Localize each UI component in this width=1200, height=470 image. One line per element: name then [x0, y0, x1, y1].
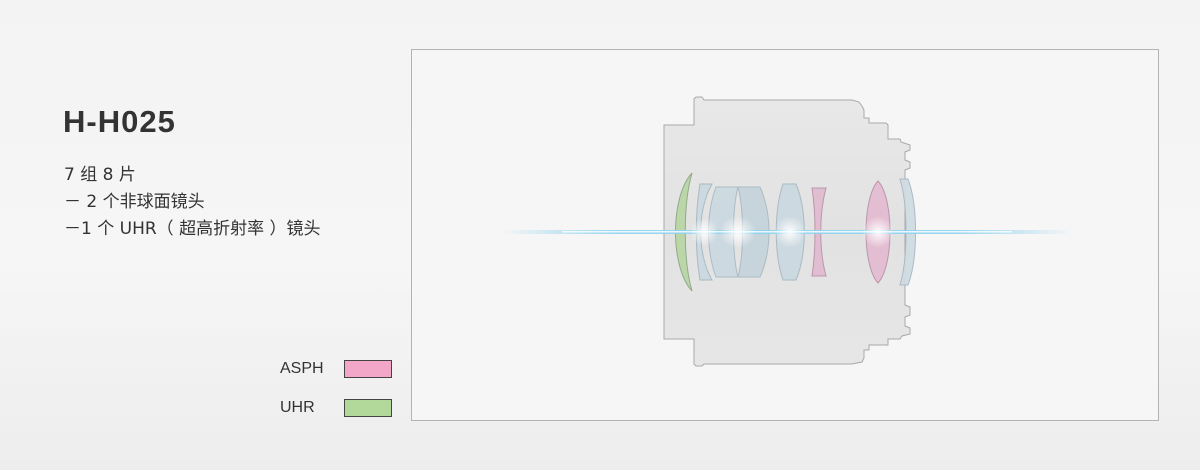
legend-swatch-asph [344, 360, 392, 378]
model-title: H-H025 [63, 104, 176, 139]
beam-glow-2 [720, 216, 756, 248]
spec-list: 7 组 8 片 － 2 个非球面镜头 －1 个 UHR（ 超高折射率 ）镜头 [64, 162, 320, 243]
spec-aspherical-count: － 2 个非球面镜头 [64, 192, 205, 212]
beam-glow-1 [690, 218, 718, 246]
legend-swatch-uhr [344, 399, 392, 417]
legend-item-uhr: UHR [280, 395, 392, 421]
beam-glow-4 [862, 216, 894, 248]
lens-cross-section [502, 96, 1072, 367]
lens-diagram [411, 49, 1159, 421]
lens-legend: ASPH UHR [280, 356, 392, 434]
legend-label-asph: ASPH [280, 360, 324, 377]
spec-uhr-count: －1 个 UHR（ 超高折射率 ）镜头 [64, 219, 321, 239]
legend-item-asph: ASPH [280, 356, 392, 382]
legend-label-uhr: UHR [280, 399, 315, 416]
beam-glow-3 [774, 216, 806, 248]
spec-groups-elements: 7 组 8 片 [64, 165, 136, 185]
element-2 [695, 183, 713, 281]
